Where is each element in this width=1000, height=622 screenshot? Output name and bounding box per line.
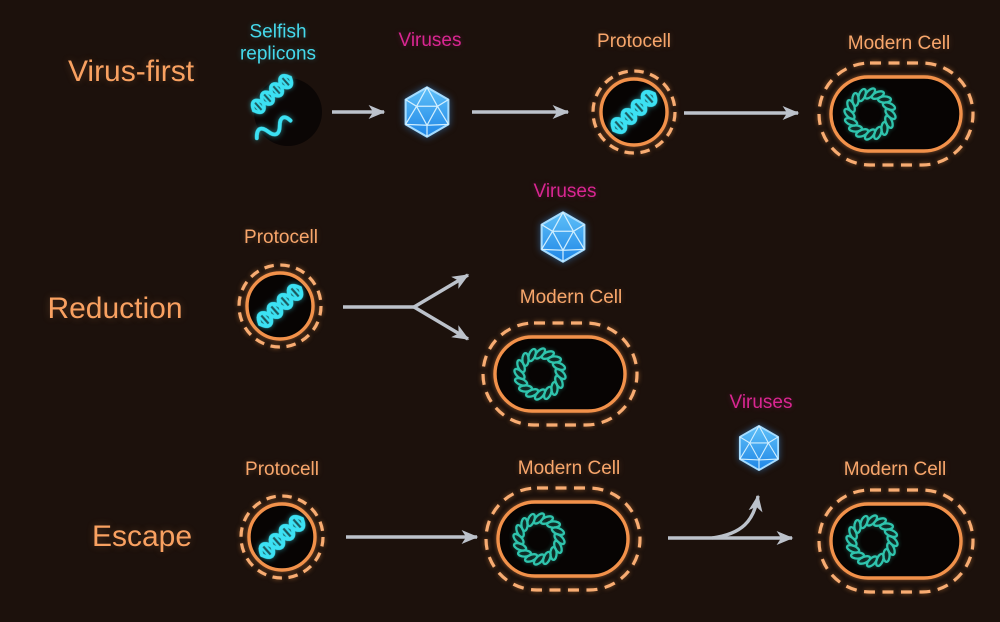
label-protocell: Protocell — [597, 31, 671, 53]
flow-arrows — [332, 105, 800, 545]
modern-cell-icon — [817, 488, 975, 594]
label-viruses: Viruses — [729, 392, 793, 414]
label-viruses: Viruses — [533, 181, 597, 203]
label-viruses: Viruses — [398, 30, 462, 52]
label-modern-cell: Modern Cell — [847, 33, 951, 55]
dna-fragments-icon — [247, 70, 322, 146]
row-title-virus-first: Virus-first — [67, 54, 195, 88]
row-title-escape: Escape — [91, 519, 193, 553]
modern-cell-icon — [481, 321, 639, 427]
protocell-icon — [237, 263, 323, 349]
protocell-icon — [239, 494, 325, 580]
protocell-icon — [591, 69, 677, 155]
label-modern-cell: Modern Cell — [843, 459, 947, 481]
label-modern-cell: Modern Cell — [517, 458, 621, 480]
fork-arrow-to-virus — [413, 273, 470, 309]
label-selfish-replicons: Selfish replicons — [239, 21, 317, 64]
arrow-escape-to-virus — [711, 494, 763, 540]
row-title-reduction: Reduction — [47, 291, 183, 325]
fork-arrow-to-modern — [413, 305, 470, 341]
virus-capsid-icon — [738, 424, 780, 472]
virus-capsid-icon — [540, 211, 586, 263]
modern-cell-icon — [817, 61, 975, 167]
virus-capsid-icon — [404, 86, 450, 138]
modern-cell-icon — [484, 486, 642, 592]
label-protocell: Protocell — [244, 227, 318, 249]
label-modern-cell: Modern Cell — [519, 287, 623, 309]
label-protocell: Protocell — [245, 459, 319, 481]
